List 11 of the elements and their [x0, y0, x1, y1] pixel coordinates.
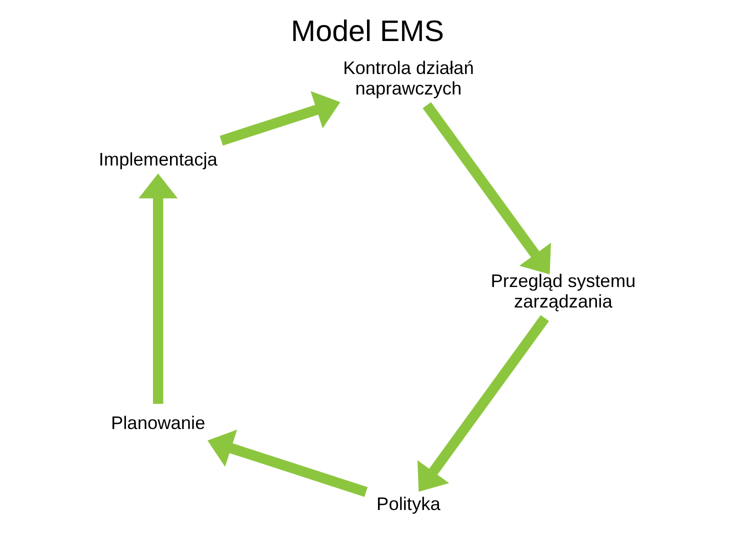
node-text: Kontrola działań naprawczych — [343, 56, 474, 98]
node-text: Przegląd systemu zarządzania — [490, 270, 636, 312]
arrow — [208, 430, 368, 497]
arrow — [220, 91, 340, 146]
arrow — [417, 315, 549, 492]
node-text: Polityka — [376, 493, 440, 514]
node-text: Implementacja — [98, 148, 218, 170]
arrow — [138, 174, 178, 404]
arrow — [422, 102, 551, 274]
diagram-title: Model EMS — [290, 14, 444, 48]
node-text: Planowanie — [110, 412, 206, 433]
